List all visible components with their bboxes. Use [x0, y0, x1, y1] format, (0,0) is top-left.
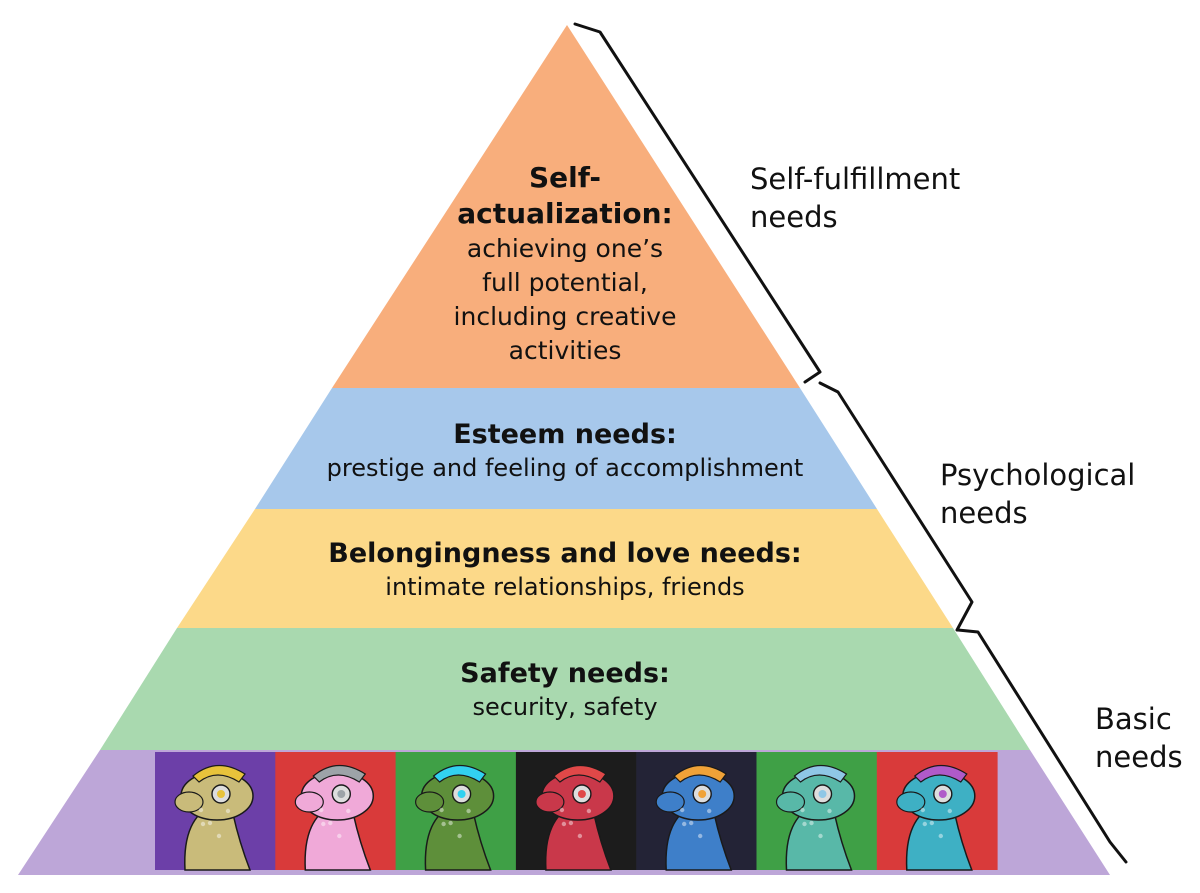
tier-self-actualization-title-line-1: Self-	[528, 161, 602, 194]
tier-belongingness-text: Belongingness and love needs: intimate r…	[220, 537, 910, 603]
group-label-basic-line-1: Basic	[1095, 702, 1172, 736]
tier-esteem	[255, 388, 877, 509]
tier-belongingness-title: Belongingness and love needs:	[328, 538, 802, 569]
tier-esteem-desc: prestige and feeling of accomplishment	[326, 454, 804, 482]
portrait-7	[876, 752, 998, 871]
bracket-basic	[956, 628, 1128, 864]
tier-self-actualization-desc-line-2: full potential,	[482, 268, 648, 297]
portrait-5	[636, 752, 757, 871]
portrait-4	[515, 752, 637, 871]
bracket-psychological	[818, 381, 974, 632]
tier-self-actualization-title-line-2: actualization:	[457, 197, 673, 230]
group-label-psychological-line-1: Psychological	[940, 458, 1136, 492]
group-label-psychological-line-2: needs	[940, 496, 1028, 530]
tier-self-actualization-desc-line-1: achieving one’s	[466, 234, 664, 263]
group-label-psychological: Psychological needs	[940, 456, 1135, 532]
group-label-basic: Basic needs	[1095, 700, 1183, 776]
portrait-2	[275, 752, 397, 871]
tier-belongingness	[177, 509, 953, 628]
group-label-basic-line-2: needs	[1095, 740, 1183, 774]
group-label-self-fulfillment: Self-fulfillment needs	[750, 160, 960, 236]
group-label-self-fulfillment-line-1: Self-fulfillment	[750, 162, 961, 196]
group-label-self-fulfillment-line-2: needs	[750, 200, 838, 234]
tier-belongingness-desc: intimate relationships, friends	[385, 573, 745, 601]
bracket-self-fulfillment	[573, 22, 822, 384]
tier-self-actualization-desc-line-4: activities	[508, 336, 622, 365]
portrait-6	[756, 752, 878, 871]
tier-safety-desc: security, safety	[472, 693, 658, 721]
tier-self-actualization	[332, 25, 800, 388]
tier-self-actualization-desc-line-3: including creative	[453, 302, 677, 331]
portrait-strip	[155, 752, 998, 871]
tier-safety-text: Safety needs: security, safety	[265, 657, 865, 723]
tier-self-actualization-text: Self- actualization: achieving one’s ful…	[415, 160, 715, 368]
tier-safety-title: Safety needs:	[460, 658, 670, 689]
tier-safety	[100, 628, 1030, 750]
tier-esteem-title: Esteem needs:	[453, 419, 677, 450]
portrait-3	[395, 752, 517, 871]
tier-esteem-text: Esteem needs: prestige and feeling of ac…	[265, 418, 865, 484]
portrait-1	[155, 752, 276, 871]
